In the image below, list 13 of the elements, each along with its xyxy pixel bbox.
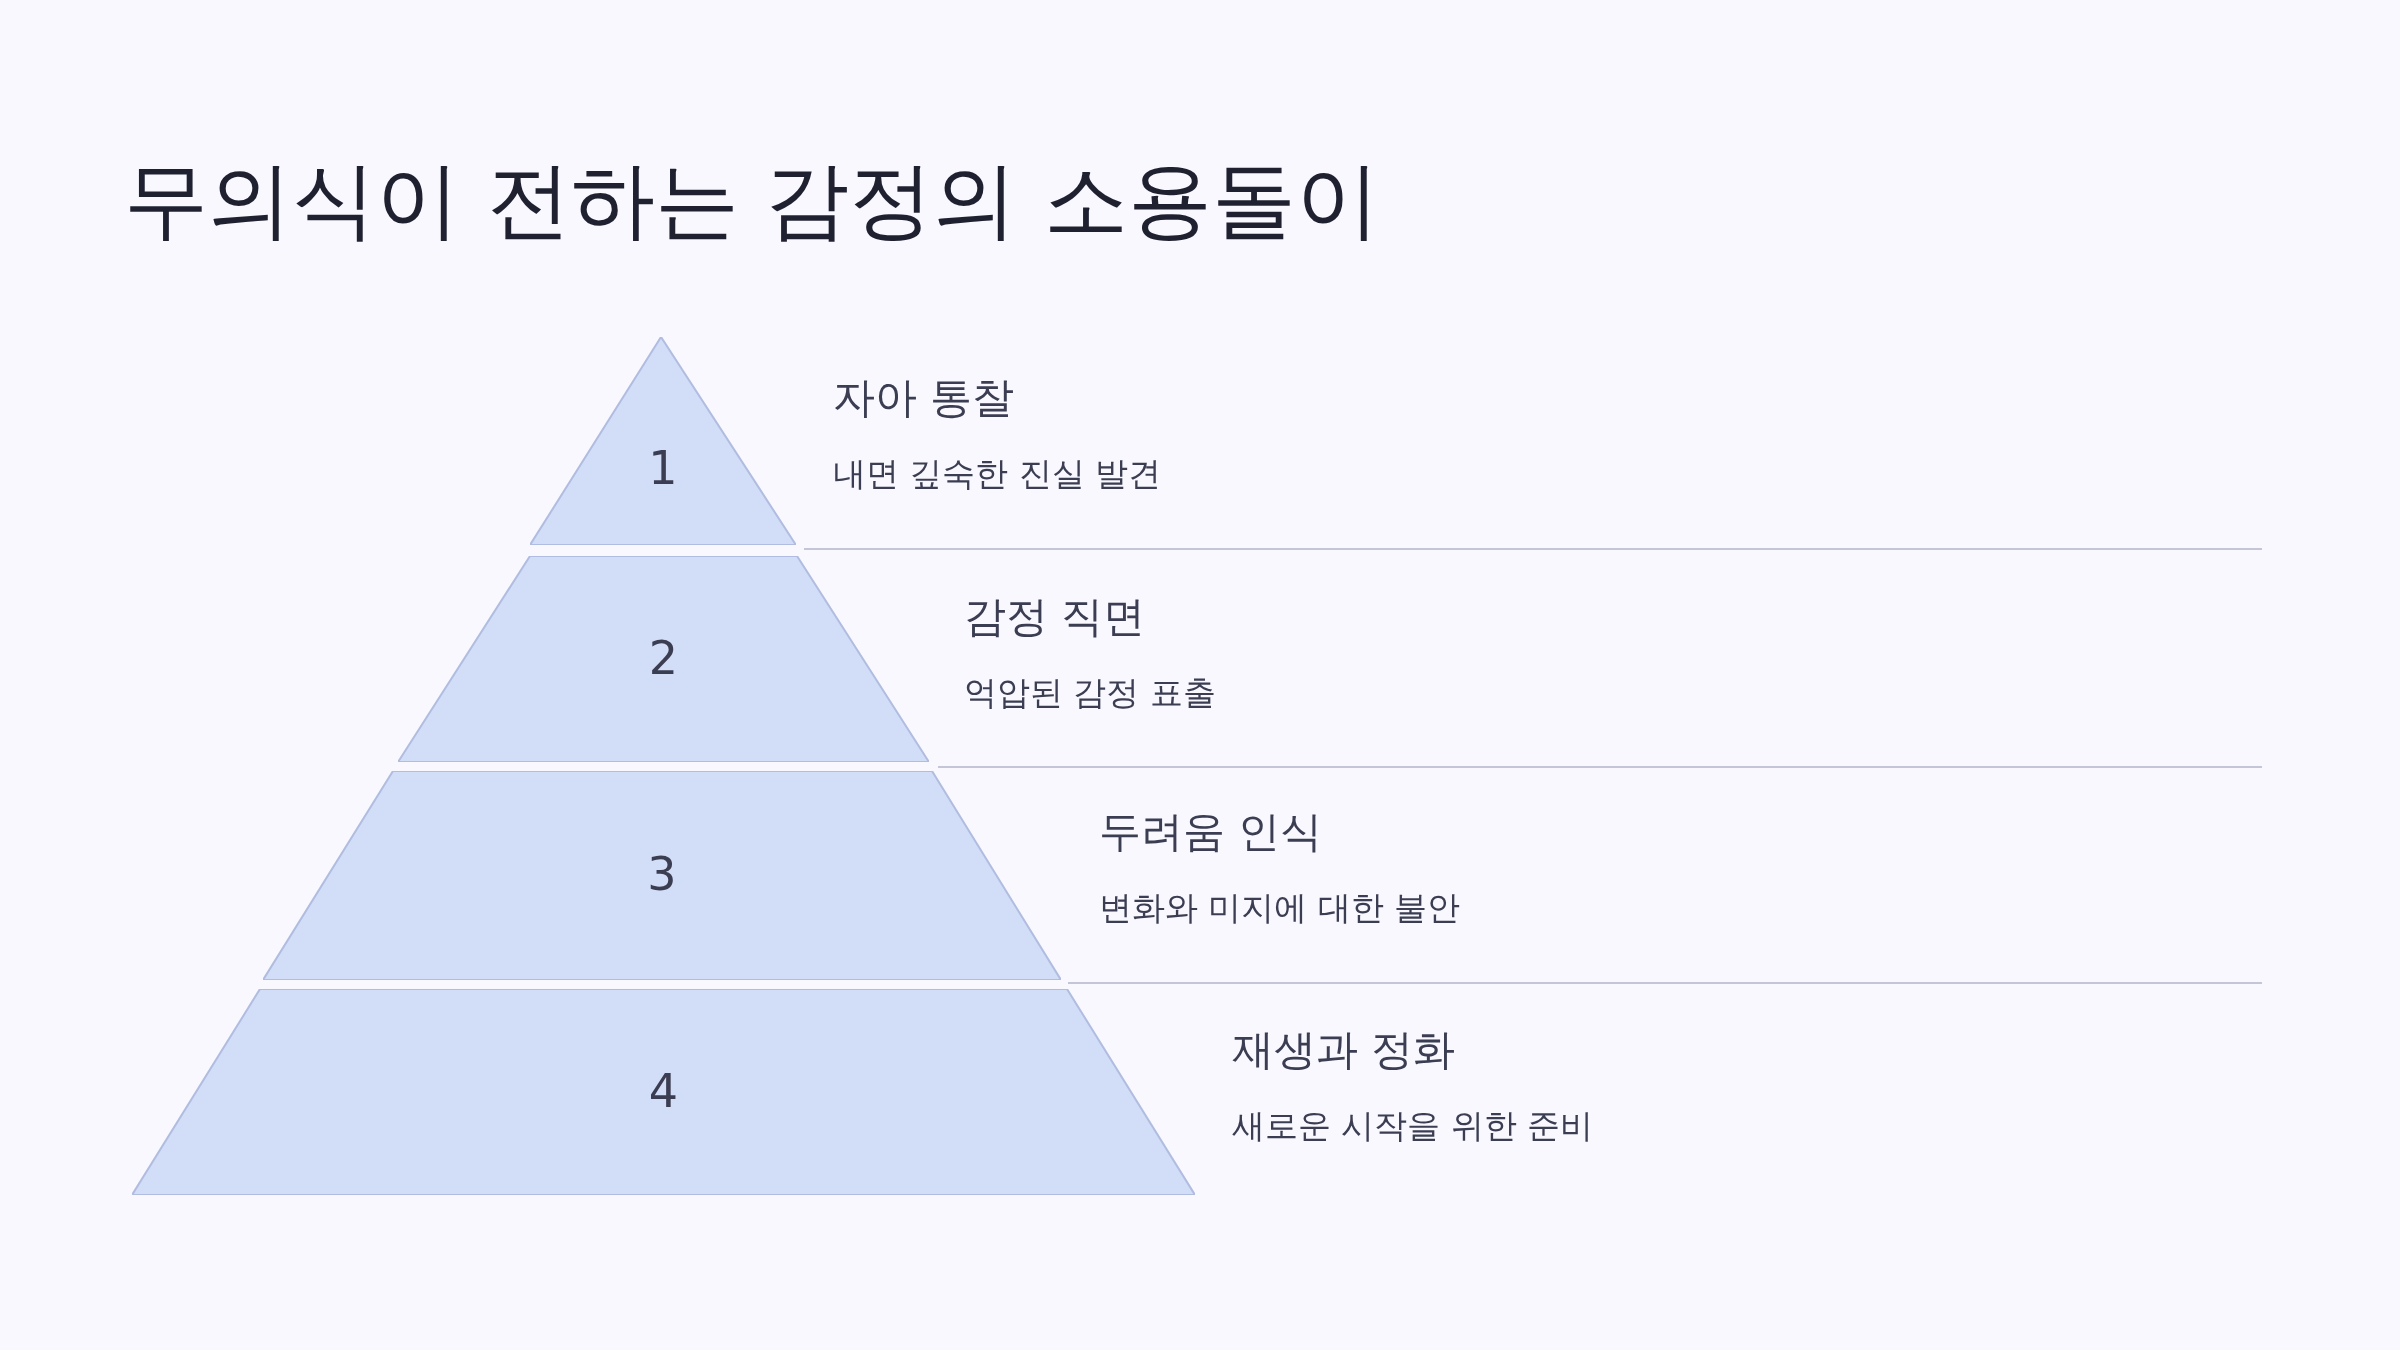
title: 무의식이 전하는 감정의 소용돌이: [124, 150, 1381, 251]
level-description: 새로운 시작을 위한 준비: [1232, 1106, 1594, 1146]
level-description: 변화와 미지에 대한 불안: [1099, 888, 1461, 928]
level-description: 억압된 감정 표출: [964, 673, 1216, 713]
level-heading: 자아 통찰: [833, 373, 1015, 424]
level-number: 4: [647, 1068, 680, 1114]
level-number: 1: [647, 445, 679, 491]
level-heading: 감정 직면: [964, 592, 1146, 643]
level-number: 3: [646, 851, 678, 897]
level-number: 2: [647, 635, 680, 681]
level-heading: 재생과 정화: [1232, 1025, 1456, 1076]
level-heading: 두려움 인식: [1099, 807, 1323, 858]
level-description: 내면 깊숙한 진실 발견: [833, 454, 1162, 494]
